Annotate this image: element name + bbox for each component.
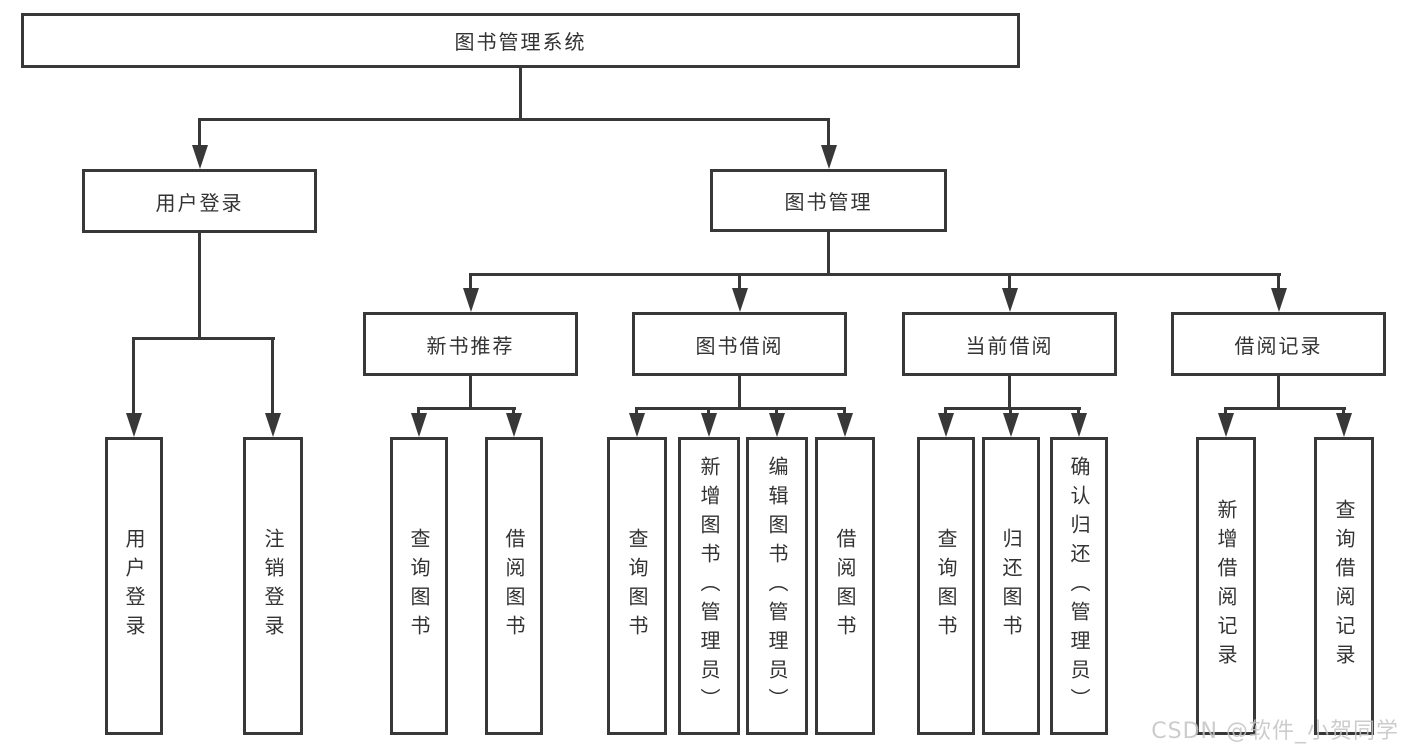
arrowhead-down bbox=[701, 413, 717, 437]
connector-line bbox=[132, 337, 275, 340]
arrowhead-down bbox=[1003, 413, 1019, 437]
leaf-user-login: 用户登录 bbox=[105, 437, 163, 735]
leaf-add-borrow-record: 新增借阅记录 bbox=[1196, 437, 1256, 735]
connector-line bbox=[198, 233, 201, 337]
arrowhead-down bbox=[411, 413, 427, 437]
leaf-recommend-borrow-books: 借阅图书 bbox=[485, 437, 543, 735]
leaf-logout: 注销登录 bbox=[243, 437, 303, 735]
arrowhead-down bbox=[732, 288, 748, 312]
connector-line bbox=[827, 118, 830, 150]
connector-line bbox=[417, 407, 420, 416]
connector-line bbox=[944, 407, 1081, 410]
connector-line bbox=[132, 337, 135, 417]
leaf-return-books-label: 归还图书 bbox=[999, 528, 1023, 644]
node-current-borrow: 当前借阅 bbox=[902, 312, 1117, 376]
arrowhead-down bbox=[1002, 288, 1018, 312]
connector-line bbox=[198, 118, 201, 150]
connector-line bbox=[738, 376, 741, 409]
connector-line bbox=[469, 376, 472, 409]
connector-line bbox=[944, 407, 947, 416]
leaf-borrow-query-books: 查询图书 bbox=[607, 437, 667, 735]
connector-line bbox=[827, 232, 830, 276]
connector-line bbox=[843, 407, 846, 416]
leaf-add-books-admin-label: 新增图书（管理员） bbox=[697, 455, 721, 717]
connector-line bbox=[418, 407, 516, 410]
arrowhead-down bbox=[1071, 413, 1087, 437]
arrowhead-down bbox=[837, 413, 853, 437]
leaf-add-borrow-record-label: 新增借阅记录 bbox=[1214, 499, 1238, 673]
connector-line bbox=[738, 273, 741, 291]
connector-line bbox=[519, 68, 522, 118]
connector-line bbox=[635, 407, 638, 416]
leaf-user-login-label: 用户登录 bbox=[122, 528, 146, 644]
arrowhead-down bbox=[1336, 413, 1352, 437]
node-root: 图书管理系统 bbox=[21, 13, 1020, 68]
node-current-borrow-label: 当前借阅 bbox=[965, 333, 1054, 358]
leaf-borrow-books: 借阅图书 bbox=[815, 437, 875, 735]
connector-line bbox=[1277, 273, 1280, 291]
connector-line bbox=[1224, 407, 1346, 410]
node-book-borrow: 图书借阅 bbox=[632, 312, 847, 376]
arrowhead-down bbox=[463, 288, 479, 312]
node-book-management-label: 图书管理 bbox=[784, 190, 873, 214]
node-new-book-recommend-label: 新书推荐 bbox=[426, 333, 515, 358]
connector-line bbox=[1277, 376, 1280, 409]
connector-line bbox=[1224, 407, 1227, 416]
connector-line bbox=[775, 407, 778, 416]
connector-line bbox=[1008, 273, 1011, 291]
leaf-add-books-admin: 新增图书（管理员） bbox=[678, 437, 740, 735]
node-new-book-recommend: 新书推荐 bbox=[363, 312, 578, 376]
leaf-query-borrow-record-label: 查询借阅记录 bbox=[1332, 499, 1356, 673]
arrowhead-down bbox=[629, 413, 645, 437]
arrowhead-down bbox=[769, 413, 785, 437]
arrowhead-down bbox=[938, 413, 954, 437]
node-borrow-records-label: 借阅记录 bbox=[1234, 333, 1323, 358]
connector-line bbox=[271, 337, 274, 417]
arrowhead-down bbox=[821, 145, 837, 169]
arrowhead-down bbox=[506, 413, 522, 437]
leaf-current-query-books-label: 查询图书 bbox=[934, 528, 958, 644]
connector-line bbox=[707, 407, 710, 416]
connector-line bbox=[1009, 407, 1012, 416]
connector-line bbox=[1342, 407, 1345, 416]
arrowhead-down bbox=[265, 413, 281, 437]
leaf-recommend-borrow-books-label: 借阅图书 bbox=[502, 528, 526, 644]
node-book-borrow-label: 图书借阅 bbox=[695, 333, 784, 358]
node-borrow-records: 借阅记录 bbox=[1171, 312, 1386, 376]
leaf-current-query-books: 查询图书 bbox=[917, 437, 975, 735]
arrowhead-down bbox=[192, 145, 208, 169]
arrowhead-down bbox=[1218, 413, 1234, 437]
node-root-label: 图书管理系统 bbox=[454, 30, 587, 54]
leaf-query-borrow-record: 查询借阅记录 bbox=[1314, 437, 1374, 735]
node-user-login-label: 用户登录 bbox=[155, 190, 244, 215]
leaf-confirm-return-admin: 确认归还（管理员） bbox=[1050, 437, 1108, 735]
csdn-watermark: CSDN @软件_小贺同学 bbox=[1151, 719, 1399, 744]
arrowhead-down bbox=[126, 413, 142, 437]
leaf-recommend-query-books-label: 查询图书 bbox=[407, 528, 431, 644]
connector-line bbox=[512, 407, 515, 416]
connector-line bbox=[1008, 376, 1011, 409]
node-book-management: 图书管理 bbox=[710, 169, 947, 232]
connector-line bbox=[469, 273, 1281, 276]
arrowhead-down bbox=[1271, 288, 1287, 312]
leaf-edit-books-admin-label: 编辑图书（管理员） bbox=[765, 455, 789, 717]
connector-line bbox=[1077, 407, 1080, 416]
connector-line bbox=[635, 407, 846, 410]
leaf-recommend-query-books: 查询图书 bbox=[390, 437, 448, 735]
connector-line bbox=[198, 118, 830, 121]
leaf-borrow-query-books-label: 查询图书 bbox=[625, 528, 649, 644]
leaf-return-books: 归还图书 bbox=[982, 437, 1040, 735]
leaf-confirm-return-admin-label: 确认归还（管理员） bbox=[1067, 455, 1091, 717]
connector-line bbox=[469, 273, 472, 291]
node-user-login: 用户登录 bbox=[82, 169, 317, 233]
leaf-borrow-books-label: 借阅图书 bbox=[833, 528, 857, 644]
leaf-logout-label: 注销登录 bbox=[261, 528, 285, 644]
leaf-edit-books-admin: 编辑图书（管理员） bbox=[746, 437, 808, 735]
